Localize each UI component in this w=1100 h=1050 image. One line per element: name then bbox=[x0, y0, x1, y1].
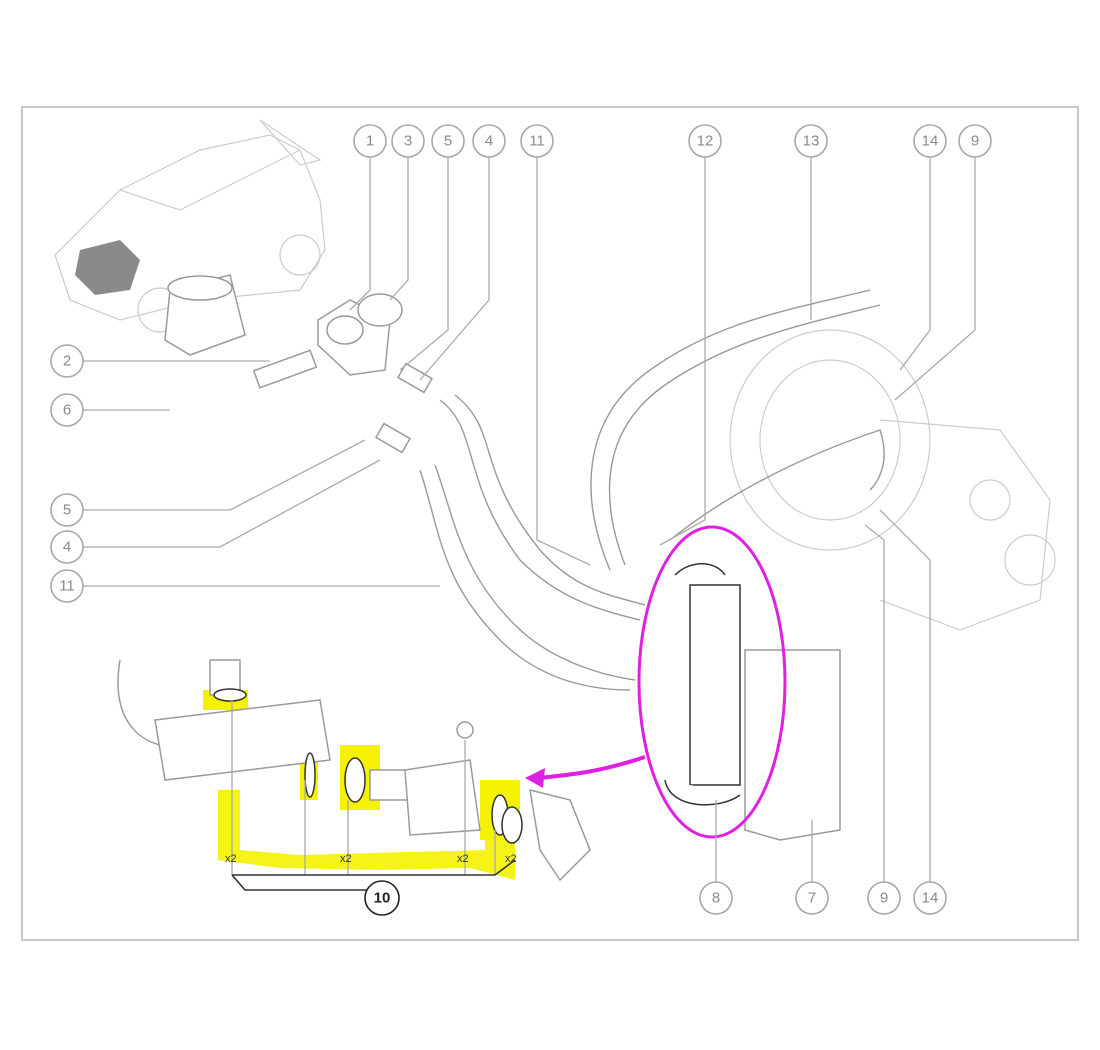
callout-8: 8 bbox=[699, 881, 733, 915]
svg-text:9: 9 bbox=[880, 890, 888, 907]
callout-5: 5 bbox=[431, 124, 465, 158]
annotation-ellipse bbox=[637, 525, 787, 839]
svg-text:14: 14 bbox=[922, 890, 939, 907]
callout-14: 14 bbox=[913, 124, 947, 158]
svg-text:3: 3 bbox=[404, 133, 412, 150]
hoses bbox=[419, 289, 885, 691]
oil-cooler bbox=[664, 563, 841, 841]
callout-3: 3 bbox=[391, 124, 425, 158]
callout-7: 7 bbox=[795, 881, 829, 915]
callout-4: 4 bbox=[472, 124, 506, 158]
seal-kit-parts: x2 x2 x2 x2 bbox=[117, 659, 591, 891]
svg-text:7: 7 bbox=[808, 890, 816, 907]
callout-4-left: 4 bbox=[50, 530, 84, 564]
callout-11-left: 11 bbox=[50, 569, 84, 603]
callout-6: 6 bbox=[50, 393, 84, 427]
svg-text:6: 6 bbox=[63, 402, 71, 419]
callout-5-left: 5 bbox=[50, 493, 84, 527]
car-illustration bbox=[54, 119, 326, 333]
svg-text:13: 13 bbox=[803, 133, 820, 150]
svg-text:1: 1 bbox=[366, 133, 374, 150]
filter-adapter bbox=[164, 274, 434, 454]
svg-text:11: 11 bbox=[59, 578, 75, 595]
svg-text:4: 4 bbox=[485, 133, 493, 150]
annotation-arrow bbox=[525, 755, 646, 788]
svg-text:4: 4 bbox=[63, 539, 71, 556]
svg-text:8: 8 bbox=[712, 890, 720, 907]
svg-text:2: 2 bbox=[63, 353, 71, 370]
svg-text:x2: x2 bbox=[225, 853, 237, 865]
callout-10-kit: 10 bbox=[364, 880, 400, 916]
svg-text:14: 14 bbox=[922, 133, 939, 150]
callout-9: 9 bbox=[958, 124, 992, 158]
svg-text:x2: x2 bbox=[505, 853, 517, 865]
svg-text:5: 5 bbox=[444, 133, 452, 150]
gearbox-illustration bbox=[729, 329, 1056, 631]
svg-text:10: 10 bbox=[374, 890, 391, 907]
callout-11: 11 bbox=[520, 124, 554, 158]
leader-lines bbox=[83, 157, 976, 882]
svg-text:x2: x2 bbox=[457, 853, 469, 865]
callout-1: 1 bbox=[353, 124, 387, 158]
svg-text:5: 5 bbox=[63, 502, 71, 519]
callout-13: 13 bbox=[794, 124, 828, 158]
svg-text:9: 9 bbox=[971, 133, 979, 150]
svg-text:11: 11 bbox=[529, 133, 545, 150]
callout-14-bottom: 14 bbox=[913, 881, 947, 915]
svg-text:12: 12 bbox=[697, 133, 714, 150]
callout-2: 2 bbox=[50, 344, 84, 378]
callout-12: 12 bbox=[688, 124, 722, 158]
callout-9-bottom: 9 bbox=[867, 881, 901, 915]
svg-text:x2: x2 bbox=[340, 853, 352, 865]
